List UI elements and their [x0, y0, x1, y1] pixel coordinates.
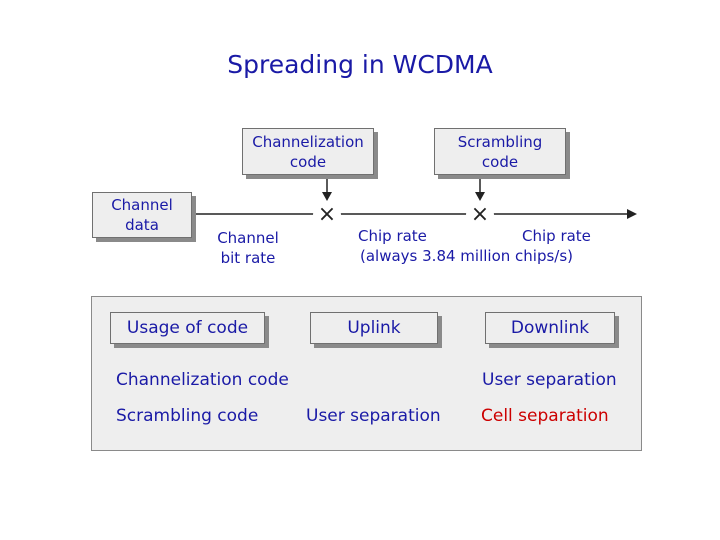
channelization-code-label: Channelization code [252, 132, 364, 171]
chip-rate-label-2: Chip rate [522, 227, 591, 245]
scrambling-arrowhead [475, 192, 485, 201]
scrambling-code-label: Scrambling code [457, 132, 543, 171]
output-arrowhead [627, 209, 637, 219]
channelization-multiplier-icon: × [313, 201, 341, 229]
row-1-label: Channelization code [116, 370, 289, 390]
table-header-downlink: Downlink [485, 312, 615, 344]
channelization-arrowhead [322, 192, 332, 201]
channel-data-label: Channel data [111, 196, 173, 234]
page-title: Spreading in WCDMA [227, 50, 493, 79]
table-header-usage: Usage of code [110, 312, 265, 344]
chip-rate-note: (always 3.84 million chips/s) [360, 247, 574, 265]
scrambling-multiplier-icon: × [466, 201, 494, 229]
table-header-uplink: Uplink [310, 312, 438, 344]
chip-rate-label-1: Chip rate [358, 227, 427, 245]
row-2-label: Scrambling code [116, 406, 259, 426]
channel-data-box: Channel data [92, 192, 192, 238]
scrambling-code-box: Scrambling code [434, 128, 566, 175]
row-2-downlink: Cell separation [481, 406, 609, 426]
row-2-uplink: User separation [306, 406, 441, 426]
channel-bit-rate-label: Channel bit rate [217, 229, 279, 267]
channelization-code-box: Channelization code [242, 128, 374, 175]
row-1-downlink: User separation [482, 370, 617, 390]
